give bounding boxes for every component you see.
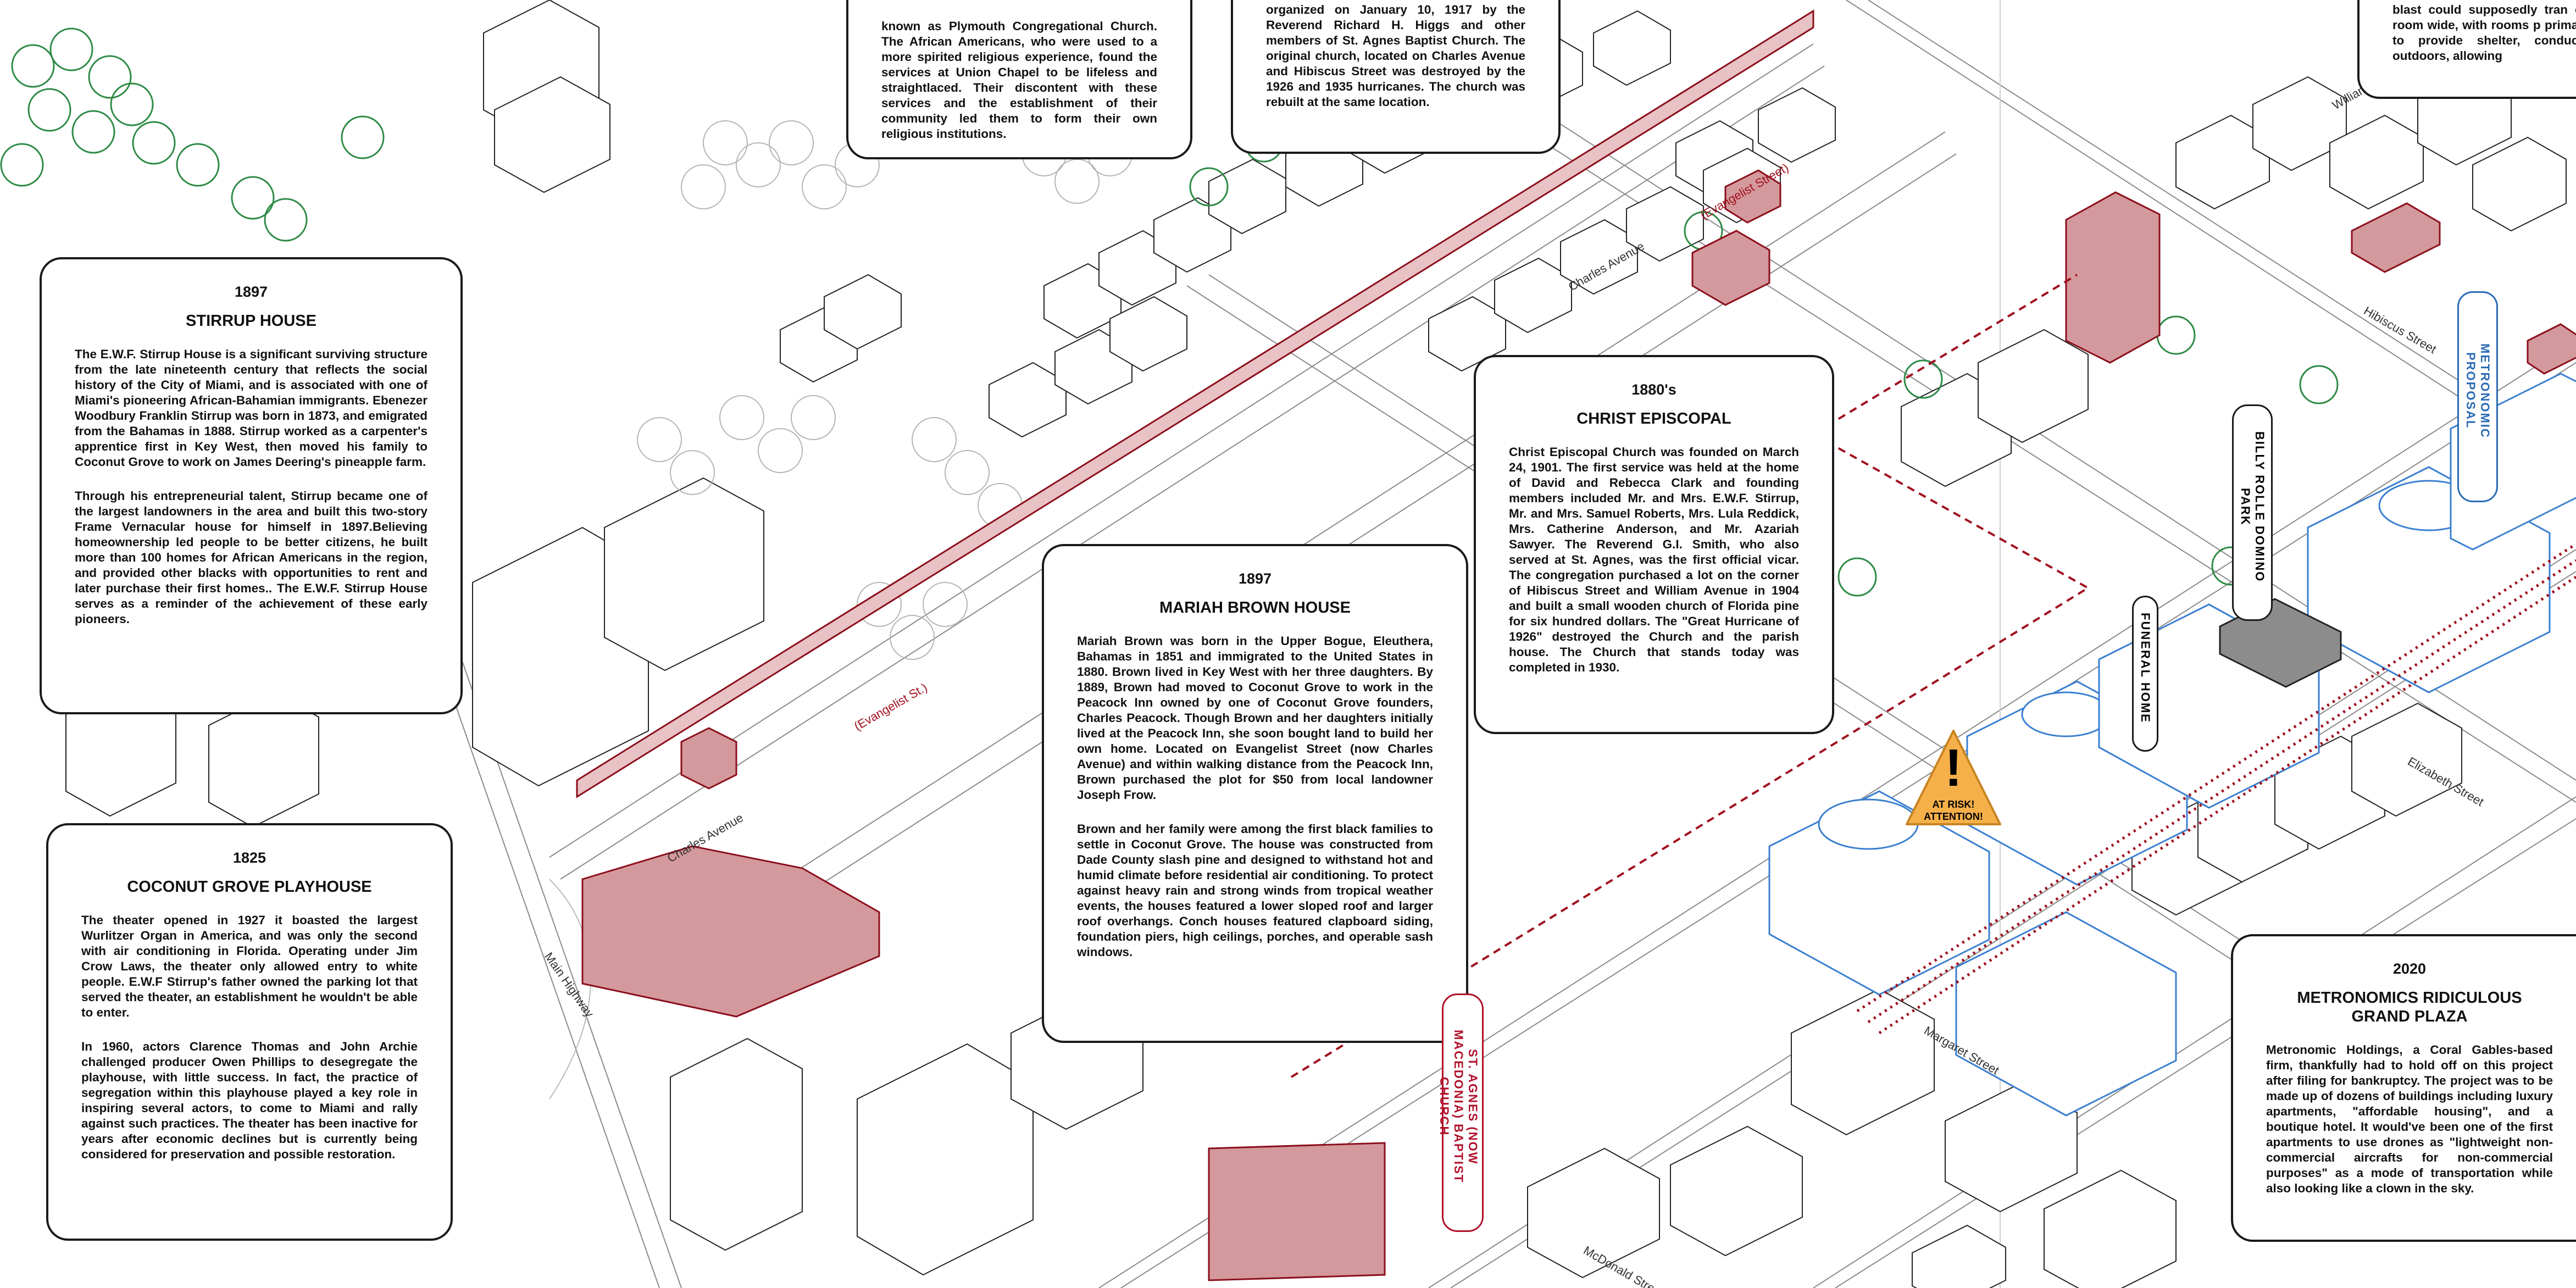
playhouse-building: [581, 845, 880, 1018]
card-plymouth-text: known as Plymouth Congregational Church.…: [881, 19, 1157, 141]
street-label-evangelist-b: (Evangelist St.): [852, 680, 930, 733]
card-stirrup-title: STIRRUP HOUSE: [186, 312, 317, 330]
at-risk-warning-icon: ! AT RISK! ATTENTION!: [1906, 730, 2001, 825]
st-agnes-building: [1208, 1142, 1386, 1281]
card-stirrup-p1: The E.W.F. Stirrup House is a significan…: [75, 347, 428, 469]
card-st-agnes-partial: organized on January 10, 1917 by the Rev…: [1231, 0, 1561, 154]
card-top-right-text: blast could supposedly tran one room wid…: [2392, 3, 2576, 63]
warning-line-2: ATTENTION!: [1924, 811, 1983, 822]
card-episcopal-year: 1880's: [1631, 381, 1676, 398]
label-billy-rolle-domino-park: BILLY ROLLE DOMINO PARK: [2232, 404, 2273, 621]
warning-glyph: !: [1945, 739, 1962, 797]
historic-corridor: [576, 9, 1814, 798]
stirrup-house: [1691, 230, 1770, 306]
card-stirrup-house: 1897 STIRRUP HOUSE The E.W.F. Stirrup Ho…: [40, 257, 463, 714]
card-mariah-title: MARIAH BROWN HOUSE: [1159, 599, 1351, 617]
card-top-right-partial: blast could supposedly tran one room wid…: [2357, 0, 2576, 99]
card-mariah-year: 1897: [1238, 570, 1272, 587]
card-playhouse-title: COCONUT GROVE PLAYHOUSE: [127, 878, 372, 896]
card-stirrup-p2: Through his entrepreneurial talent, Stir…: [75, 489, 428, 626]
card-playhouse-p2: In 1960, actors Clarence Thomas and John…: [81, 1040, 418, 1161]
card-christ-episcopal: 1880's CHRIST EPISCOPAL Christ Episcopal…: [1474, 355, 1834, 734]
card-mariah-p1: Mariah Brown was born in the Upper Bogue…: [1077, 634, 1433, 802]
label-st-agnes-church: ST. AGNES (NOW MACEDONIA) BAPTIST CHURCH: [1437, 993, 1484, 1232]
card-episcopal-title: CHRIST EPISCOPAL: [1576, 410, 1731, 428]
card-metronomics-grand-plaza: 2020 METRONOMICS RIDICULOUS GRAND PLAZA …: [2231, 934, 2576, 1242]
historic-buildings: [581, 169, 2576, 1281]
grey-trees: [637, 120, 1132, 660]
card-coconut-grove-playhouse: 1825 COCONUT GROVE PLAYHOUSE The theater…: [46, 823, 453, 1241]
street-label-hibiscus-street: Hibiscus Street: [2362, 304, 2439, 357]
card-playhouse-year: 1825: [232, 850, 267, 866]
metronomic-proposal-buildings: [1768, 373, 2576, 1117]
card-st-agnes-text: organized on January 10, 1917 by the Rev…: [1266, 3, 1525, 109]
card-playhouse-p1: The theater opened in 1927 it boasted th…: [81, 913, 418, 1019]
warning-line-1: AT RISK!: [1933, 799, 1975, 810]
label-metronomic-proposal: METRONOMIC PROPOSAL: [2457, 291, 2498, 502]
card-mariah-brown-house: 1897 MARIAH BROWN HOUSE Mariah Brown was…: [1042, 544, 1468, 1043]
label-funeral-home: FUNERAL HOME: [2132, 596, 2158, 752]
mariah-brown-house: [680, 727, 737, 790]
christ-episcopal-building: [2065, 191, 2161, 364]
card-metronomics-title: METRONOMICS RIDICULOUS GRAND PLAZA: [2297, 989, 2522, 1025]
crowd-figures: [1856, 542, 2576, 1035]
card-metronomics-p1: Metronomic Holdings, a Coral Gables-base…: [2266, 1043, 2553, 1195]
card-episcopal-p1: Christ Episcopal Church was founded on M…: [1509, 445, 1799, 674]
card-plymouth-partial: known as Plymouth Congregational Church.…: [846, 0, 1192, 159]
at-risk-boundary: [1290, 274, 2090, 1078]
domino-park: [2219, 598, 2342, 688]
card-metronomics-year: 2020: [2392, 961, 2427, 977]
card-stirrup-year: 1897: [234, 284, 268, 300]
card-mariah-p2: Brown and her family were among the firs…: [1077, 822, 1433, 959]
